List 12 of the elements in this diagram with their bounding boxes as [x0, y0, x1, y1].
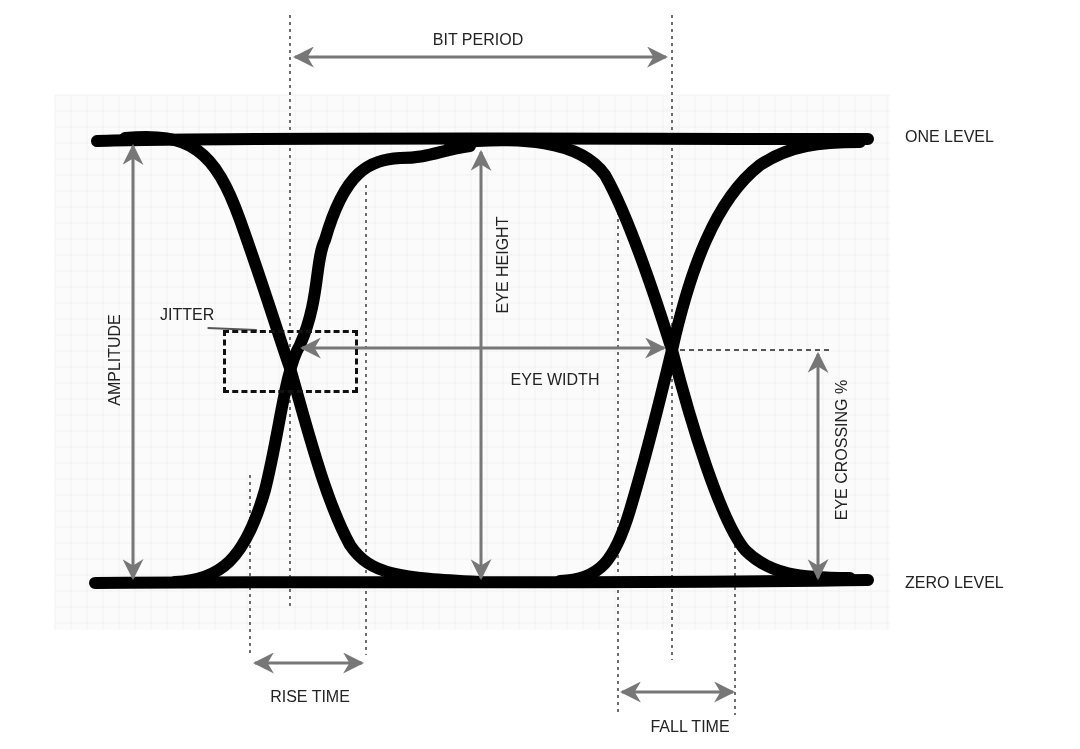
level-label: ZERO LEVEL — [905, 574, 1004, 592]
dimension-label: EYE HEIGHT — [494, 216, 512, 314]
dimension-label: EYE WIDTH — [510, 371, 600, 389]
dimension-label: RISE TIME — [270, 688, 350, 706]
callout-label: JITTER — [160, 306, 216, 324]
leader-line — [206, 327, 258, 331]
dimension-label: BIT PERIOD — [432, 31, 524, 49]
dimension-label: FALL TIME — [650, 718, 730, 736]
level-label: ONE LEVEL — [905, 128, 994, 146]
dimension-label: AMPLITUDE — [106, 314, 124, 406]
dimension-label: EYE CROSSING % — [833, 379, 851, 521]
dashed-box — [223, 330, 358, 393]
